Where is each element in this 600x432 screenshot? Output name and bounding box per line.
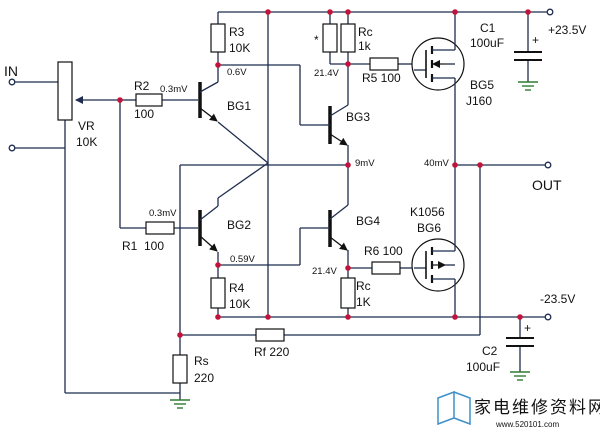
resistor-rc-top-aux (322, 23, 338, 53)
label-vr-name: VR (78, 119, 95, 133)
potentiometer-vr (57, 61, 73, 121)
volt-bg1-base: 0.3mV (160, 84, 188, 95)
watermark: 家电维修资料网 www.520101.com (437, 390, 600, 429)
label-c1-name: C1 (480, 21, 496, 35)
label-rc-bottom-value: 1K (356, 295, 371, 309)
c2-plus-mark: + (524, 321, 531, 335)
ground-icon (170, 399, 190, 409)
resistor-rc-top (340, 23, 356, 53)
terminal-out (544, 161, 552, 169)
label-rc-mark: * (314, 33, 319, 47)
volt-out-node: 40mV (424, 158, 449, 169)
junction-dots (117, 9, 531, 338)
terminal-vneg (544, 313, 552, 321)
resistor-r3 (210, 23, 226, 53)
label-rf: Rf 220 (254, 345, 290, 359)
wires (14, 11, 548, 400)
transistor-bg4 (322, 204, 349, 251)
label-r1-value: 100 (144, 239, 164, 253)
label-r6: R6 100 (364, 244, 403, 258)
label-r3-value: 10K (229, 41, 250, 55)
label-rc-bottom-name: Rc (356, 279, 371, 293)
watermark-book-icon (437, 390, 471, 426)
transistor-bg1 (198, 81, 219, 122)
label-r5: R5 100 (362, 71, 401, 85)
label-bg3: BG3 (346, 110, 370, 124)
watermark-url: www.520101.com (495, 420, 559, 429)
label-bg1: BG1 (227, 99, 251, 113)
resistor-rf (255, 328, 285, 342)
resistor-r4 (210, 277, 226, 309)
volt-bg4-base: 21.4V (312, 266, 337, 277)
volt-bg1-collector: 0.6V (227, 67, 247, 78)
labels: IN OUT +23.5V -23.5V VR 10K R2 100 R1 10… (4, 21, 586, 385)
terminal-vpos (546, 8, 554, 16)
resistor-r6 (371, 261, 401, 275)
ground-icon (510, 371, 530, 381)
label-bg5: BG5 (470, 78, 494, 92)
label-r2-value: 100 (134, 107, 154, 121)
label-bg6: BG6 (417, 221, 441, 235)
volt-bg3-base: 21.4V (314, 68, 339, 79)
transistor-bg2 (198, 198, 219, 252)
resistor-r5 (369, 57, 399, 71)
label-r4-name: R4 (229, 281, 245, 295)
volt-mid-node: 9mV (355, 158, 375, 169)
label-bg2: BG2 (227, 218, 251, 232)
ground-icon (518, 81, 538, 91)
resistor-rc-bottom (340, 277, 356, 309)
c1-plus-mark: + (532, 33, 539, 47)
label-bg5-part: J160 (466, 94, 492, 108)
label-vpos: +23.5V (548, 23, 586, 37)
volt-bg2-collector: 0.59V (230, 254, 255, 265)
label-in: IN (4, 63, 18, 79)
label-c2-value: 100uF (466, 360, 500, 374)
label-bg6-part: K1056 (410, 205, 445, 219)
label-r2-name: R2 (134, 79, 150, 93)
watermark-text: 家电维修资料网 (474, 398, 600, 417)
mosfet-bg6 (411, 238, 465, 292)
resistors (57, 23, 401, 384)
label-r3-name: R3 (229, 25, 245, 39)
volt-bg2-base: 0.3mV (149, 208, 177, 219)
label-rs-name: Rs (194, 354, 209, 368)
transistor-bg3 (322, 104, 349, 146)
mosfet-bg5 (411, 37, 465, 91)
label-r1-name: R1 (122, 239, 138, 253)
label-rc-top-value: 1k (358, 39, 372, 53)
terminal-in-top (8, 78, 16, 86)
label-c2-name: C2 (482, 344, 498, 358)
label-rc-top-name: Rc (358, 25, 373, 39)
label-c1-value: 100uF (470, 36, 504, 50)
label-out: OUT (532, 177, 562, 193)
label-rs-value: 220 (194, 371, 214, 385)
capacitor-c1: + (514, 33, 542, 61)
resistor-r2 (135, 93, 163, 107)
label-vneg: -23.5V (540, 292, 575, 306)
terminals (8, 8, 554, 321)
label-bg4: BG4 (356, 214, 380, 228)
label-vr-value: 10K (76, 135, 97, 149)
capacitor-c2: + (506, 321, 534, 347)
label-r4-value: 10K (229, 297, 250, 311)
resistor-r1 (145, 221, 175, 235)
resistor-rs (172, 354, 188, 384)
terminal-in-bottom (8, 144, 16, 152)
